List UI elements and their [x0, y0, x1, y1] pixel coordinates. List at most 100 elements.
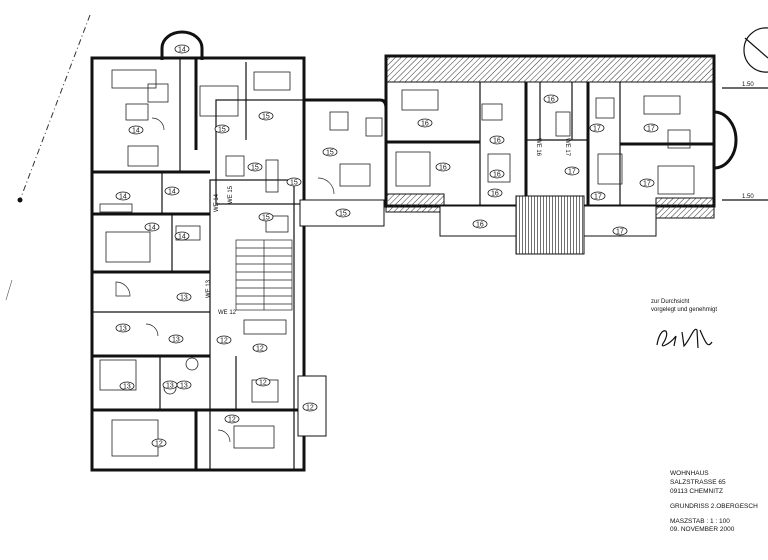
apartment-label: 14	[128, 125, 144, 135]
apartment-label: 14	[174, 231, 190, 241]
apartment-labels: 14 14 14 14 14 14 15 15 15 15 15 15 15 1…	[115, 44, 659, 448]
apartment-label: 16	[487, 188, 503, 198]
scan-streak	[19, 14, 91, 201]
apartment-label: 16	[417, 118, 433, 128]
north-arrow	[743, 27, 768, 73]
svg-text:16: 16	[493, 138, 501, 145]
apartment-label: 14	[164, 186, 180, 196]
svg-text:17: 17	[568, 169, 576, 176]
we-marker: WE 15	[228, 185, 234, 204]
apartment-label: 17	[590, 191, 606, 201]
signature	[656, 328, 713, 349]
svg-text:12: 12	[256, 346, 264, 353]
we-marker: WE 13	[206, 279, 212, 298]
unit-markers: WE 15 WE 14 WE 13 WE 12 WE 16 WE 17	[206, 138, 570, 316]
apartment-label: 13	[176, 292, 192, 302]
svg-text:14: 14	[132, 128, 140, 135]
apartment-label: 13	[176, 380, 192, 390]
drawing-title: GRUNDRISS 2.OBERGESCH	[670, 503, 758, 510]
svg-text:14: 14	[119, 194, 127, 201]
svg-text:13: 13	[123, 384, 131, 391]
apartment-label: 15	[258, 212, 274, 222]
svg-text:17: 17	[593, 126, 601, 133]
we-marker: WE 12	[218, 310, 237, 316]
apartment-label: 17	[612, 226, 628, 236]
svg-text:17: 17	[643, 181, 651, 188]
apartment-label: 13	[119, 381, 135, 391]
apartment-label: 15	[286, 177, 302, 187]
svg-text:15: 15	[262, 114, 270, 121]
svg-text:12: 12	[306, 405, 314, 412]
svg-text:16: 16	[493, 172, 501, 179]
svg-text:14: 14	[148, 225, 156, 232]
approval-line-1: zur Durchsicht	[651, 299, 690, 305]
apartment-label: 16	[472, 219, 488, 229]
building-name: WOHNHAUS	[670, 470, 709, 477]
city-address: 09113 CHEMNITZ	[670, 488, 723, 495]
apartment-label: 13	[168, 334, 184, 344]
apartment-label: 16	[543, 94, 559, 104]
apartment-label: 16	[489, 135, 505, 145]
svg-text:13: 13	[119, 326, 127, 333]
right-wing	[384, 54, 738, 255]
approval-note: zur Durchsicht vorgelegt und genehmigt	[651, 299, 717, 314]
svg-text:14: 14	[178, 47, 186, 54]
svg-text:16: 16	[421, 121, 429, 128]
apartment-label: 12	[252, 343, 268, 353]
apartment-label: 15	[335, 208, 351, 218]
apartment-label: 12	[255, 377, 271, 387]
apartment-label: 12	[216, 335, 232, 345]
apartment-label: 13	[162, 380, 178, 390]
svg-text:16: 16	[547, 97, 555, 104]
scan-dot	[17, 197, 23, 203]
svg-text:12: 12	[259, 380, 267, 387]
svg-text:17: 17	[647, 126, 655, 133]
svg-text:15: 15	[290, 180, 298, 187]
svg-text:15: 15	[339, 211, 347, 218]
svg-text:15: 15	[251, 165, 259, 172]
svg-text:15: 15	[326, 150, 334, 157]
svg-text:17: 17	[594, 194, 602, 201]
svg-text:13: 13	[172, 337, 180, 344]
svg-text:12: 12	[220, 338, 228, 345]
street-address: SALZSTRASSE 65	[670, 479, 726, 486]
title-block: WOHNHAUS SALZSTRASSE 65 09113 CHEMNITZ G…	[670, 470, 766, 556]
svg-text:17: 17	[616, 229, 624, 236]
apartment-label: 14	[174, 44, 190, 54]
apartment-label: 14	[115, 191, 131, 201]
svg-text:15: 15	[218, 127, 226, 134]
scale-label: MASZSTAB : 1 : 100	[670, 518, 730, 525]
svg-text:16: 16	[476, 222, 484, 229]
apartment-label: 15	[322, 147, 338, 157]
svg-text:16: 16	[491, 191, 499, 198]
svg-text:13: 13	[180, 295, 188, 302]
apartment-label: 12	[151, 438, 167, 448]
svg-text:15: 15	[262, 215, 270, 222]
svg-text:13: 13	[180, 383, 188, 390]
apartment-label: 14	[144, 222, 160, 232]
apartment-label: 15	[247, 162, 263, 172]
we-marker: WE 14	[214, 193, 220, 212]
level-mark-upper: 1.50	[722, 82, 768, 89]
svg-text:12: 12	[155, 441, 163, 448]
level-mark-lower: 1.50	[722, 194, 768, 201]
apartment-label: 12	[302, 402, 318, 412]
staircase	[235, 239, 293, 311]
svg-text:14: 14	[178, 234, 186, 241]
approval-line-2: vorgelegt und genehmigt	[651, 306, 718, 313]
apartment-label: 13	[115, 323, 131, 333]
svg-text:16: 16	[439, 165, 447, 172]
scan-streak-low	[5, 279, 13, 301]
apartment-label: 15	[258, 111, 274, 121]
apartment-label: 17	[643, 123, 659, 133]
left-wing	[90, 30, 327, 472]
level-mark-text: 1.50	[742, 82, 754, 88]
svg-text:14: 14	[168, 189, 176, 196]
svg-text:12: 12	[228, 417, 236, 424]
apartment-label: 17	[589, 123, 605, 133]
apartment-label: 17	[564, 166, 580, 176]
drawing-date: 09. NOVEMBER 2000	[670, 526, 735, 533]
apartment-label: 16	[489, 169, 505, 179]
we-marker: WE 17	[564, 138, 570, 157]
